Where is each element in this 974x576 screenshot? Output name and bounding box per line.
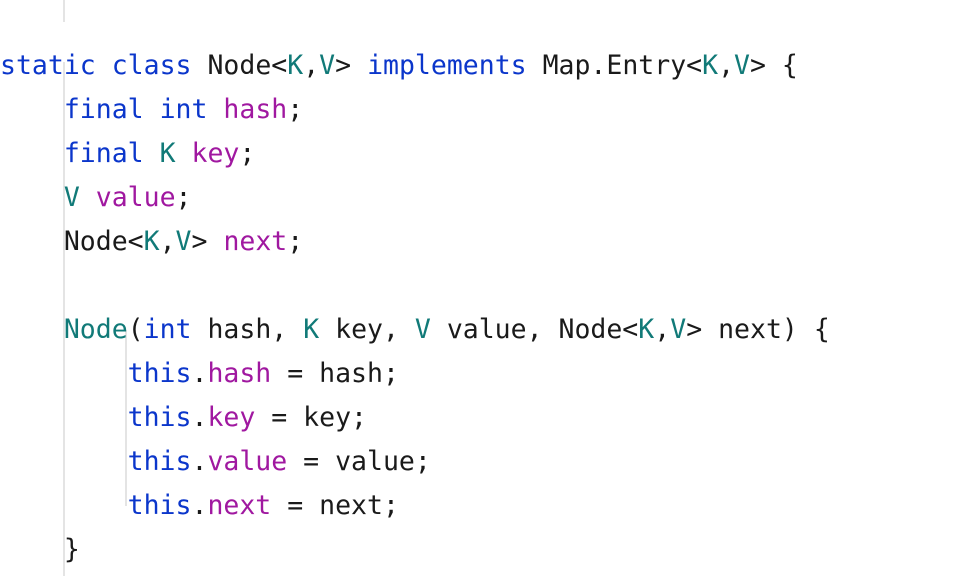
token-plain: , (654, 314, 671, 345)
token-keyword: int (143, 314, 192, 345)
guide-level-2-body (125, 330, 127, 506)
token-constructor: Node (63, 314, 128, 345)
token-keyword: final (63, 94, 144, 125)
token-keyword: class (111, 50, 192, 81)
token-plain: ; (287, 94, 304, 125)
token-plain (0, 226, 64, 257)
token-field: next (223, 226, 288, 257)
token-plain: , (159, 226, 176, 257)
token-type: K (287, 50, 304, 81)
code-line[interactable]: Node<K,V> next; (0, 220, 974, 264)
token-plain: > { (750, 50, 798, 81)
token-plain (0, 314, 64, 345)
token-plain: = value; (287, 446, 431, 477)
guide-level-1-main (63, 62, 65, 576)
token-plain (0, 358, 128, 389)
token-plain: > next) { (686, 314, 830, 345)
token-plain: = hash; (271, 358, 399, 389)
token-plain: Node< (63, 226, 144, 257)
token-type: V (670, 314, 687, 345)
token-plain: ; (239, 138, 256, 169)
token-plain: ; (287, 226, 304, 257)
token-plain (0, 446, 128, 477)
token-plain: . (191, 358, 208, 389)
token-plain (96, 50, 112, 81)
token-plain: ( (127, 314, 144, 345)
code-line[interactable]: Node(int hash, K key, V value, Node<K,V>… (0, 308, 974, 352)
token-plain (144, 138, 160, 169)
token-field: key (191, 138, 240, 169)
token-plain: > (335, 50, 368, 81)
token-plain (0, 534, 64, 565)
token-keyword: this (127, 402, 192, 433)
token-plain (207, 94, 223, 125)
token-field: hash (207, 358, 272, 389)
token-plain: Map.Entry< (526, 50, 703, 81)
code-line[interactable]: static class Node<K,V> implements Map.En… (0, 44, 974, 88)
token-type: K (303, 314, 320, 345)
token-field: value (207, 446, 288, 477)
token-type: V (734, 50, 751, 81)
token-plain: ; (175, 182, 192, 213)
token-field: hash (223, 94, 288, 125)
token-keyword: static (0, 50, 96, 81)
token-field: key (207, 402, 256, 433)
code-line[interactable]: this.value = value; (0, 440, 974, 484)
guide-level-1-top (63, 0, 65, 22)
token-plain (0, 94, 64, 125)
code-line[interactable]: this.next = next; (0, 484, 974, 528)
code-line[interactable]: V value; (0, 176, 974, 220)
token-type: V (414, 314, 431, 345)
code-line[interactable] (0, 0, 974, 44)
token-plain: value, Node< (430, 314, 639, 345)
token-type: K (702, 50, 719, 81)
token-plain: > (191, 226, 224, 257)
token-plain: key, (319, 314, 415, 345)
token-plain: . (191, 446, 208, 477)
code-line[interactable] (0, 264, 974, 308)
token-plain (144, 94, 160, 125)
token-plain: = next; (271, 490, 399, 521)
token-field: value (95, 182, 176, 213)
token-plain: } (63, 534, 80, 565)
token-plain (0, 138, 64, 169)
token-keyword: this (127, 446, 192, 477)
code-line[interactable]: final K key; (0, 132, 974, 176)
token-plain (191, 50, 207, 81)
token-plain (0, 490, 128, 521)
token-plain (0, 182, 64, 213)
code-line[interactable]: this.key = key; (0, 396, 974, 440)
token-keyword: final (63, 138, 144, 169)
token-type: K (638, 314, 655, 345)
token-plain: . (191, 402, 208, 433)
token-type: V (319, 50, 336, 81)
token-plain (0, 402, 128, 433)
token-keyword: this (127, 490, 192, 521)
code-line[interactable]: final int hash; (0, 88, 974, 132)
token-plain: Node< (207, 50, 288, 81)
token-type: V (175, 226, 192, 257)
token-plain: , (718, 50, 735, 81)
token-plain (176, 138, 192, 169)
token-type: K (143, 226, 160, 257)
token-plain: hash, (191, 314, 304, 345)
token-plain: = key; (255, 402, 367, 433)
token-keyword: this (127, 358, 192, 389)
code-line[interactable]: } (0, 528, 974, 572)
token-plain: , (303, 50, 320, 81)
token-keyword: int (159, 94, 208, 125)
token-plain: . (191, 490, 208, 521)
token-type: K (159, 138, 176, 169)
token-keyword: implements (367, 50, 527, 81)
token-field: next (207, 490, 272, 521)
token-type: V (63, 182, 80, 213)
code-line[interactable]: this.hash = hash; (0, 352, 974, 396)
token-plain (80, 182, 96, 213)
